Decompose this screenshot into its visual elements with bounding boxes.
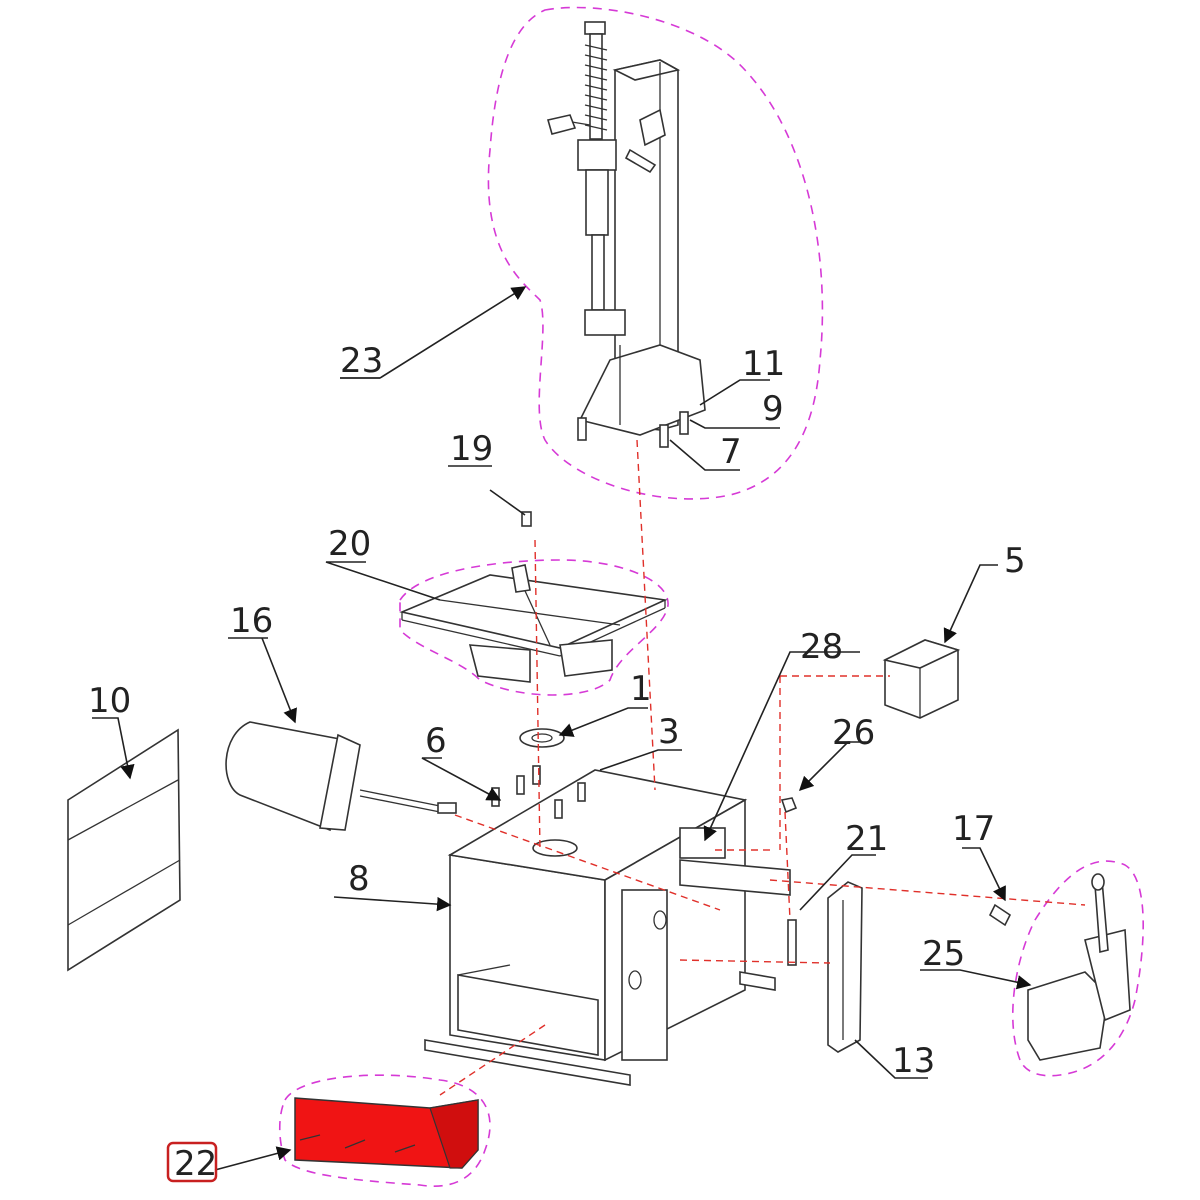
label-19[interactable]: 19 <box>450 429 493 469</box>
label-17[interactable]: 17 <box>952 809 995 849</box>
screw-19[interactable] <box>521 511 532 527</box>
column-assembly-group[interactable] <box>487 6 824 500</box>
nut-26[interactable] <box>780 797 798 814</box>
bolt-21[interactable] <box>787 919 797 966</box>
label-11[interactable]: 11 <box>742 344 785 384</box>
cabinet-8[interactable] <box>424 769 791 1086</box>
spring-coils <box>584 44 608 131</box>
label-23[interactable]: 23 <box>340 341 383 381</box>
label-10[interactable]: 10 <box>88 681 131 721</box>
label-13[interactable]: 13 <box>892 1041 935 1081</box>
label-6[interactable]: 6 <box>425 721 447 761</box>
block-5[interactable] <box>882 639 961 719</box>
cylinder-16[interactable] <box>225 721 457 832</box>
label-26[interactable]: 26 <box>832 713 875 753</box>
label-28[interactable]: 28 <box>800 627 843 667</box>
label-9[interactable]: 9 <box>762 389 784 429</box>
selected-label-box <box>166 1141 218 1183</box>
label-22[interactable]: 22 <box>174 1144 217 1184</box>
pedal-assembly-group[interactable] <box>1012 860 1144 1077</box>
label-21[interactable]: 21 <box>845 819 888 859</box>
label-1[interactable]: 1 <box>630 669 652 709</box>
side-panel-10[interactable] <box>67 728 181 972</box>
label-16[interactable]: 16 <box>230 601 273 641</box>
spring-17[interactable] <box>988 903 1012 927</box>
part-labels: 23 11 9 7 19 20 16 10 6 1 3 8 28 5 26 21… <box>88 341 1026 1184</box>
bottom-cover-group[interactable] <box>278 1074 491 1187</box>
label-7[interactable]: 7 <box>720 432 742 472</box>
label-5[interactable]: 5 <box>1004 541 1026 581</box>
label-20[interactable]: 20 <box>328 524 371 564</box>
label-8[interactable]: 8 <box>348 859 370 899</box>
turntable-group[interactable] <box>399 559 669 696</box>
leader-lines <box>92 286 1032 1171</box>
label-3[interactable]: 3 <box>658 712 680 752</box>
bearing-1[interactable] <box>519 728 565 748</box>
bracket-13[interactable] <box>827 881 863 1053</box>
assembly-lines <box>439 439 1086 1096</box>
label-25[interactable]: 25 <box>922 934 965 974</box>
